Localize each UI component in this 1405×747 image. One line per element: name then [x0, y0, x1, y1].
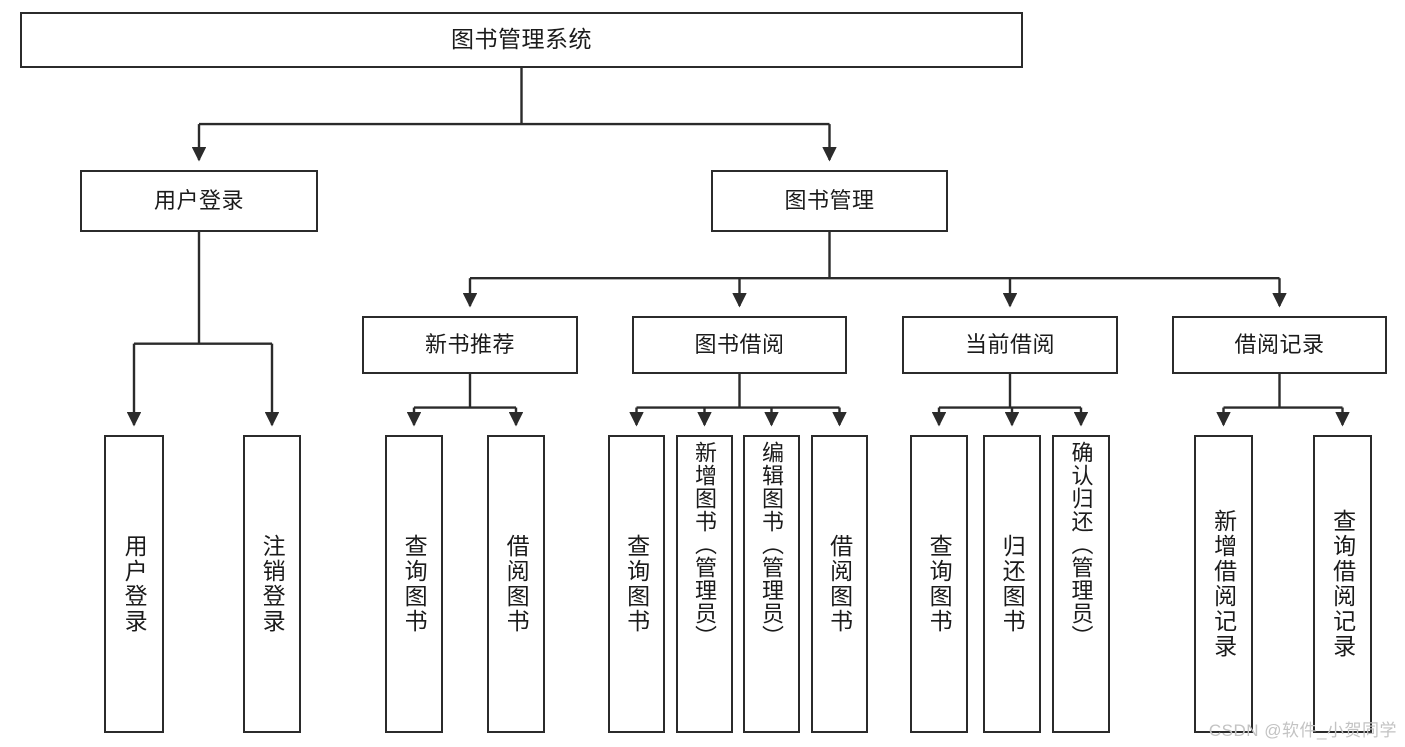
node-label: 用户登录: [121, 534, 148, 634]
node-book-borrow[interactable]: 图书借阅: [632, 316, 847, 374]
leaf-user-login[interactable]: 用户登录: [104, 435, 164, 733]
node-label: 借阅图书: [826, 534, 853, 634]
node-label: 借阅图书: [503, 534, 530, 634]
node-current-borrow[interactable]: 当前借阅: [902, 316, 1118, 374]
node-label: 新增图书（管理员）: [692, 441, 718, 648]
leaf-borrow-book-1[interactable]: 借阅图书: [487, 435, 545, 733]
leaf-edit-book-admin[interactable]: 编辑图书（管理员）: [743, 435, 800, 733]
edge-paths: [126, 68, 1350, 427]
node-new-book-rec[interactable]: 新书推荐: [362, 316, 578, 374]
node-label: 图书借阅: [694, 332, 785, 358]
leaf-logout[interactable]: 注销登录: [243, 435, 301, 733]
node-label: 当前借阅: [964, 332, 1055, 358]
leaf-query-book-1[interactable]: 查询图书: [385, 435, 443, 733]
node-label: 用户登录: [153, 188, 244, 214]
leaf-query-record[interactable]: 查询借阅记录: [1313, 435, 1372, 733]
leaf-add-record[interactable]: 新增借阅记录: [1194, 435, 1253, 733]
node-book-manage[interactable]: 图书管理: [711, 170, 948, 232]
leaf-confirm-return-admin[interactable]: 确认归还（管理员）: [1052, 435, 1110, 733]
leaf-borrow-book-2[interactable]: 借阅图书: [811, 435, 868, 733]
node-label: 新增借阅记录: [1210, 509, 1237, 659]
node-label: 查询借阅记录: [1329, 509, 1356, 659]
node-label: 注销登录: [259, 534, 286, 634]
leaf-add-book-admin[interactable]: 新增图书（管理员）: [676, 435, 733, 733]
node-label: 查询图书: [926, 534, 953, 634]
node-label: 借阅记录: [1234, 332, 1325, 358]
node-label: 图书管理: [784, 188, 875, 214]
node-label: 确认归还（管理员）: [1068, 441, 1094, 648]
node-label: 查询图书: [623, 534, 650, 634]
leaf-return-book[interactable]: 归还图书: [983, 435, 1041, 733]
node-borrow-record[interactable]: 借阅记录: [1172, 316, 1387, 374]
node-root[interactable]: 图书管理系统: [20, 12, 1023, 68]
leaf-query-book-3[interactable]: 查询图书: [910, 435, 968, 733]
node-label: 新书推荐: [424, 332, 515, 358]
node-user-login[interactable]: 用户登录: [80, 170, 318, 232]
node-label: 归还图书: [999, 534, 1026, 634]
leaf-query-book-2[interactable]: 查询图书: [608, 435, 665, 733]
node-label: 图书管理系统: [451, 26, 592, 53]
node-label: 查询图书: [401, 534, 428, 634]
node-label: 编辑图书（管理员）: [759, 441, 785, 648]
